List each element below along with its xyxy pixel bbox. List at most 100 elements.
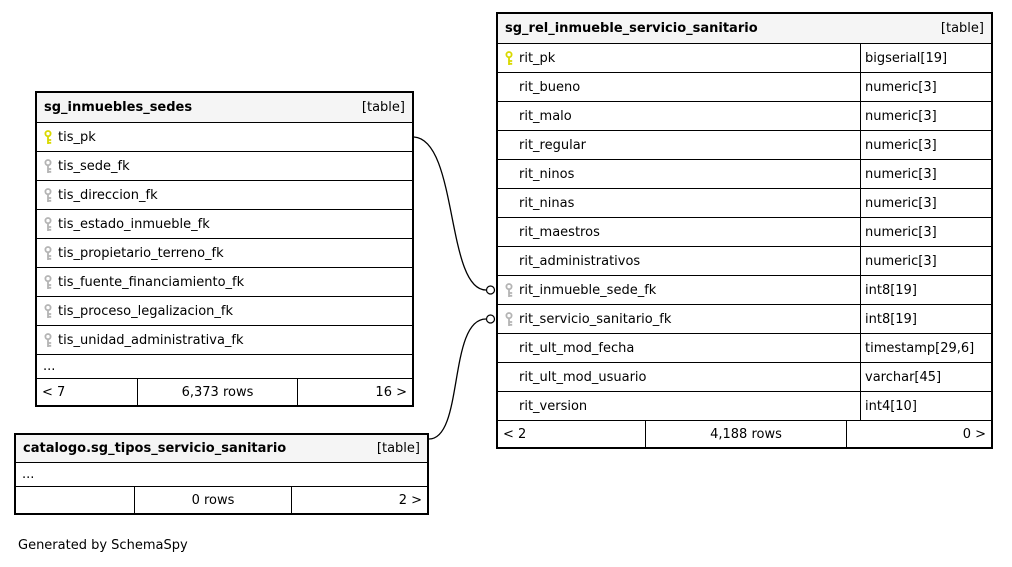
column-type: int8[19]: [860, 276, 991, 304]
column-name: rit_ninas: [519, 195, 575, 211]
column-name: tis_unidad_administrativa_fk: [58, 332, 244, 348]
foreign-key-icon: [37, 239, 58, 267]
foreign-key-icon: [37, 181, 58, 209]
table-header[interactable]: catalogo.sg_tipos_servicio_sanitario [ta…: [16, 435, 427, 463]
table-title: sg_inmuebles_sedes: [44, 100, 193, 115]
column-type: numeric[3]: [860, 102, 991, 130]
table-title: sg_rel_inmueble_servicio_sanitario: [505, 21, 758, 36]
column-type: numeric[3]: [860, 73, 991, 101]
column-name: rit_ninos: [519, 166, 575, 182]
table-type-badge: [table]: [376, 441, 420, 456]
key-gutter: [498, 102, 519, 130]
hidden-related-count: < 2: [498, 421, 646, 447]
column-type: varchar[45]: [860, 363, 991, 391]
column-row: rit_administrativos numeric[3]: [498, 247, 991, 276]
foreign-key-icon: [37, 152, 58, 180]
column-name: rit_administrativos: [519, 253, 641, 269]
table-sg-rel-inmueble-servicio-sanitario[interactable]: sg_rel_inmueble_servicio_sanitario [tabl…: [496, 12, 993, 449]
column-name: rit_pk: [519, 50, 556, 66]
foreign-key-icon: [37, 268, 58, 296]
key-gutter: [498, 131, 519, 159]
table-footer: < 2 4,188 rows 0 >: [498, 421, 991, 447]
hidden-related-count: < 7: [37, 379, 138, 405]
key-gutter: [498, 392, 519, 420]
column-row: rit_maestros numeric[3]: [498, 218, 991, 247]
row-count: 0 rows: [135, 487, 292, 513]
table-type-badge: [table]: [361, 100, 405, 115]
column-row: rit_regular numeric[3]: [498, 131, 991, 160]
column-name: rit_version: [519, 398, 588, 414]
column-row: rit_ninos numeric[3]: [498, 160, 991, 189]
column-row: rit_ult_mod_usuario varchar[45]: [498, 363, 991, 392]
table-catalogo-sg-tipos-servicio-sanitario[interactable]: catalogo.sg_tipos_servicio_sanitario [ta…: [14, 433, 429, 515]
column-type: timestamp[29,6]: [860, 334, 991, 362]
foreign-key-icon: [37, 326, 58, 354]
column-row: rit_bueno numeric[3]: [498, 73, 991, 102]
generated-by-credit: Generated by SchemaSpy: [18, 538, 188, 553]
hidden-columns-ellipsis: ...: [16, 463, 427, 487]
key-gutter: [498, 189, 519, 217]
relationship-line-inmueble-sede: [413, 136, 487, 291]
key-gutter: [498, 73, 519, 101]
column-name: tis_proceso_legalizacion_fk: [58, 303, 234, 319]
relationship-line-servicio-sanitario: [428, 318, 487, 440]
column-name: tis_estado_inmueble_fk: [58, 216, 210, 232]
hidden-columns-count: 0 >: [962, 426, 986, 442]
table-type-badge: [table]: [940, 21, 984, 36]
column-row: tis_estado_inmueble_fk: [37, 210, 412, 239]
column-row: rit_version int4[10]: [498, 392, 991, 421]
column-type: int4[10]: [860, 392, 991, 420]
column-name: rit_maestros: [519, 224, 600, 240]
column-name: tis_pk: [58, 129, 96, 145]
column-type: numeric[3]: [860, 247, 991, 275]
table-header[interactable]: sg_inmuebles_sedes [table]: [37, 93, 412, 123]
column-type: numeric[3]: [860, 218, 991, 246]
column-row: rit_ninas numeric[3]: [498, 189, 991, 218]
column-row: rit_servicio_sanitario_fk int8[19]: [498, 305, 991, 334]
column-name: tis_propietario_terreno_fk: [58, 245, 224, 261]
column-row: tis_proceso_legalizacion_fk: [37, 297, 412, 326]
column-row: rit_ult_mod_fecha timestamp[29,6]: [498, 334, 991, 363]
relationship-endpoint-icon: [485, 285, 496, 295]
table-footer: < 7 6,373 rows 16 >: [37, 379, 412, 405]
column-type: int8[19]: [860, 305, 991, 333]
table-header[interactable]: sg_rel_inmueble_servicio_sanitario [tabl…: [498, 14, 991, 44]
column-name: rit_ult_mod_fecha: [519, 340, 635, 356]
key-gutter: [498, 363, 519, 391]
column-name: rit_inmueble_sede_fk: [519, 282, 657, 298]
column-name: rit_bueno: [519, 79, 581, 95]
column-row: rit_pk bigserial[19]: [498, 44, 991, 73]
foreign-key-icon: [37, 297, 58, 325]
hidden-columns-count: 16 >: [375, 384, 407, 400]
foreign-key-icon: [498, 276, 519, 304]
column-type: numeric[3]: [860, 189, 991, 217]
table-title: catalogo.sg_tipos_servicio_sanitario: [23, 441, 287, 456]
key-gutter: [498, 334, 519, 362]
column-row: tis_direccion_fk: [37, 181, 412, 210]
column-type: numeric[3]: [860, 131, 991, 159]
column-row: tis_fuente_financiamiento_fk: [37, 268, 412, 297]
column-name: rit_servicio_sanitario_fk: [519, 311, 672, 327]
table-sg-inmuebles-sedes[interactable]: sg_inmuebles_sedes [table] tis_pk tis_se…: [35, 91, 414, 407]
key-gutter: [498, 218, 519, 246]
key-gutter: [498, 160, 519, 188]
hidden-columns-ellipsis: ...: [37, 355, 412, 379]
column-name: tis_direccion_fk: [58, 187, 158, 203]
column-name: rit_malo: [519, 108, 572, 124]
row-count: 4,188 rows: [646, 421, 847, 447]
row-count: 6,373 rows: [138, 379, 298, 405]
column-name: rit_regular: [519, 137, 587, 153]
column-row: tis_unidad_administrativa_fk: [37, 326, 412, 355]
column-name: tis_fuente_financiamiento_fk: [58, 274, 245, 290]
column-row: tis_sede_fk: [37, 152, 412, 181]
hidden-related-count: [16, 487, 135, 513]
column-type: bigserial[19]: [860, 44, 991, 72]
primary-key-icon: [37, 123, 58, 151]
column-type: numeric[3]: [860, 160, 991, 188]
table-footer: 0 rows 2 >: [16, 487, 427, 513]
column-row: tis_pk: [37, 123, 412, 152]
primary-key-icon: [498, 44, 519, 72]
relationship-endpoint-icon: [485, 314, 496, 324]
foreign-key-icon: [37, 210, 58, 238]
column-row: rit_malo numeric[3]: [498, 102, 991, 131]
